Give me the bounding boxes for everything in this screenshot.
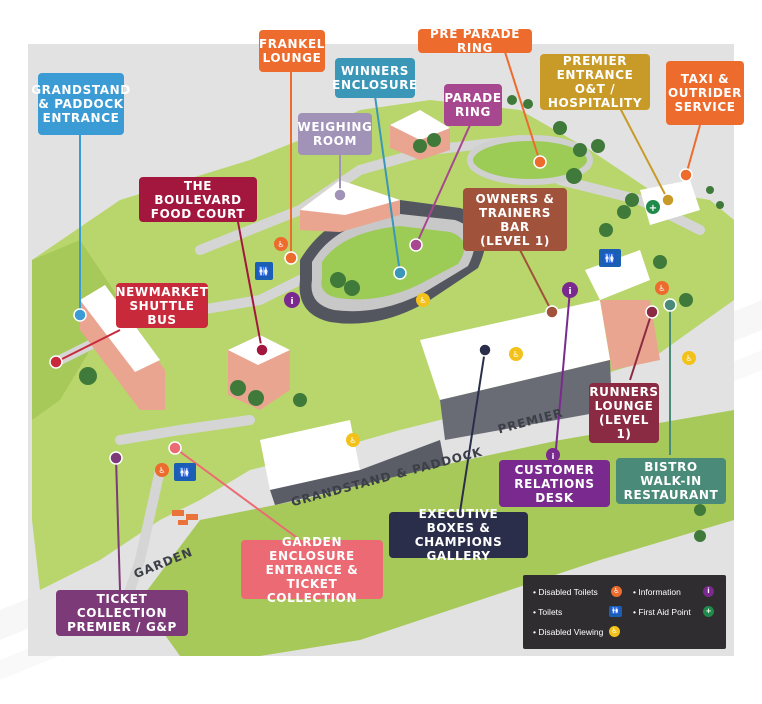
callout-taxi-outrider[interactable]: TAXI & OUTRIDER SERVICE [666,61,744,125]
toilets-icon: 🚻 [599,249,621,267]
svg-text:🚻: 🚻 [604,252,616,265]
callout-winners-enclosure[interactable]: WINNERS ENCLOSURE [332,58,417,98]
first-aid-icon: + [703,606,714,617]
info-icon: i [703,586,714,597]
svg-text:i: i [290,297,293,307]
map-icons: ♿ 🚻 i ♿ ♿ ♿ ♿ i i 🚻 ♿ + ♿ 🚻 [155,200,696,525]
wheelchair-viewing-icon: ♿ [416,293,430,307]
callout-ticket-collection-premier[interactable]: TICKET COLLECTION PREMIER / G&P [56,590,188,636]
svg-text:🚻: 🚻 [179,466,191,479]
svg-text:i: i [568,287,571,297]
callout-premier-entrance[interactable]: PREMIER ENTRANCE O&T / HOSPITALITY [540,54,650,110]
wheelchair-viewing-icon: ♿ [682,351,696,365]
callout-executive-boxes[interactable]: EXECUTIVE BOXES & CHAMPIONS GALLERY [389,507,528,563]
callout-parade-ring[interactable]: PARADE RING [444,84,502,126]
svg-text:♿: ♿ [277,240,284,249]
svg-text:♿: ♿ [158,466,165,475]
callout-garden-enclosure[interactable]: GARDEN ENCLOSURE ENTRANCE & TICKET COLLE… [241,535,383,605]
map-legend: • Disabled Toilets ♿ • Toilets 🚻 • Disab… [523,575,726,649]
first-aid-icon: + [646,200,660,214]
legend-disabled-viewing-label: • Disabled Viewing [533,627,604,637]
svg-text:♿: ♿ [419,296,426,305]
legend-information-label: • Information [633,587,681,597]
callout-weighing-room[interactable]: WEIGHING ROOM [298,113,372,155]
svg-text:♿: ♿ [512,350,519,359]
svg-text:♿: ♿ [685,354,692,363]
wheelchair-viewing-icon: ♿ [346,433,360,447]
info-icon: i [284,292,300,308]
callout-boulevard-food-court[interactable]: THE BOULEVARD FOOD COURT [139,177,257,222]
wheelchair-viewing-icon: ♿ [609,626,620,637]
legend-disabled-toilets-label: • Disabled Toilets [533,587,598,597]
info-icon: i [546,448,560,462]
leader-lines [55,51,701,591]
svg-text:🚻: 🚻 [258,265,270,278]
info-icon: i [562,282,578,298]
trees [79,95,724,542]
svg-text:♿: ♿ [658,284,665,293]
callout-grandstand-paddock-entrance[interactable]: GRANDSTAND & PADDOCK ENTRANCE [31,73,130,135]
grass-left [32,240,120,420]
callout-frankel-lounge[interactable]: FRANKEL LOUNGE [259,30,325,72]
toilets-icon: 🚻 [174,463,196,481]
legend-toilets-label: • Toilets [533,607,563,617]
wheelchair-icon: ♿ [155,463,169,477]
callout-pre-parade-ring[interactable]: PRE PARADE RING [418,27,532,55]
toilets-icon: 🚻 [609,606,622,617]
wheelchair-viewing-icon: ♿ [509,347,523,361]
legend-first-aid-label: • First Aid Point [633,607,691,617]
callout-customer-relations-desk[interactable]: CUSTOMER RELATIONS DESK [499,460,610,507]
wheelchair-icon: ♿ [611,586,622,597]
svg-text:i: i [552,452,555,461]
callout-owners-trainers-bar[interactable]: OWNERS & TRAINERS BAR (LEVEL 1) [463,188,567,251]
svg-text:♿: ♿ [349,436,356,445]
callout-newmarket-shuttle-bus[interactable]: NEWMARKET SHUTTLE BUS [115,283,209,328]
toilets-icon: 🚻 [255,262,273,280]
svg-text:+: + [649,203,657,214]
wheelchair-icon: ♿ [655,281,669,295]
pre-parade-ring-grass [467,135,593,185]
leader-dots [49,155,693,465]
callout-bistro-walk-in[interactable]: BISTRO WALK-IN RESTAURANT [616,458,726,504]
callout-runners-lounge[interactable]: RUNNERS LOUNGE (LEVEL 1) [589,383,659,443]
wheelchair-icon: ♿ [274,237,288,251]
garden-furniture-icon [172,510,198,525]
